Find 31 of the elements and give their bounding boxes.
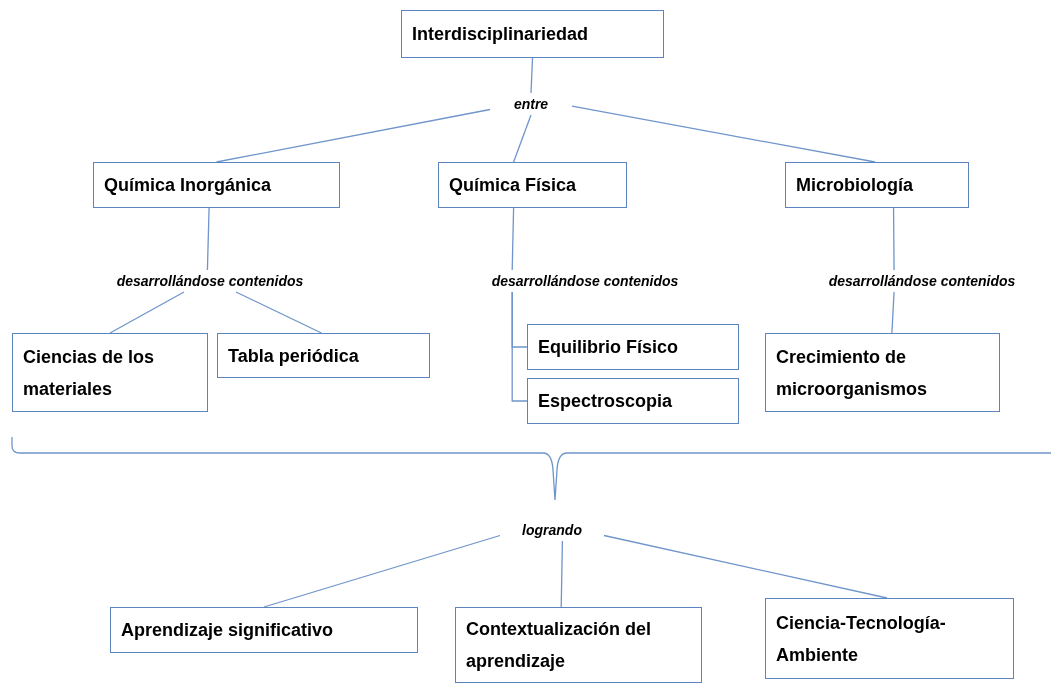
concept-box: Equilibrio Físico: [527, 324, 739, 370]
concept-box: Microbiología: [785, 162, 969, 208]
connector-line: [560, 540, 564, 608]
linking-phrase: logrando: [500, 519, 604, 541]
concept-box: Tabla periódica: [217, 333, 430, 378]
connector-line: [215, 108, 491, 163]
concept-box: Aprendizaje significativo: [110, 607, 418, 653]
connector-line: [235, 291, 322, 334]
concept-box: Ciencia-Tecnología-Ambiente: [765, 598, 1014, 679]
connector-line: [892, 207, 895, 271]
concept-box: Espectroscopia: [527, 378, 739, 424]
connector-line: [603, 534, 888, 599]
connector-line: [511, 207, 515, 271]
concept-box: Contextualización del aprendizaje: [455, 607, 702, 683]
connector-line: [109, 291, 185, 334]
connector-line: [263, 534, 501, 608]
linking-phrase: desarrollándose contenidos: [80, 270, 340, 292]
connector-line: [571, 105, 876, 163]
connector-line: [206, 207, 210, 271]
concept-box: Interdisciplinariedad: [401, 10, 664, 58]
concept-box: Ciencias de los materiales: [12, 333, 208, 412]
connector-line: [512, 114, 532, 163]
concept-box: Química Inorgánica: [93, 162, 340, 208]
linking-phrase: entre: [490, 93, 572, 115]
connector-line: [511, 291, 528, 402]
concept-box: Química Física: [438, 162, 627, 208]
connector-line: [891, 291, 895, 334]
concept-box: Crecimiento de microorganismos: [765, 333, 1000, 412]
connector-line: [530, 57, 534, 94]
linking-phrase: desarrollándose contenidos: [455, 270, 715, 292]
linking-phrase: desarrollándose contenidos: [795, 270, 1049, 292]
